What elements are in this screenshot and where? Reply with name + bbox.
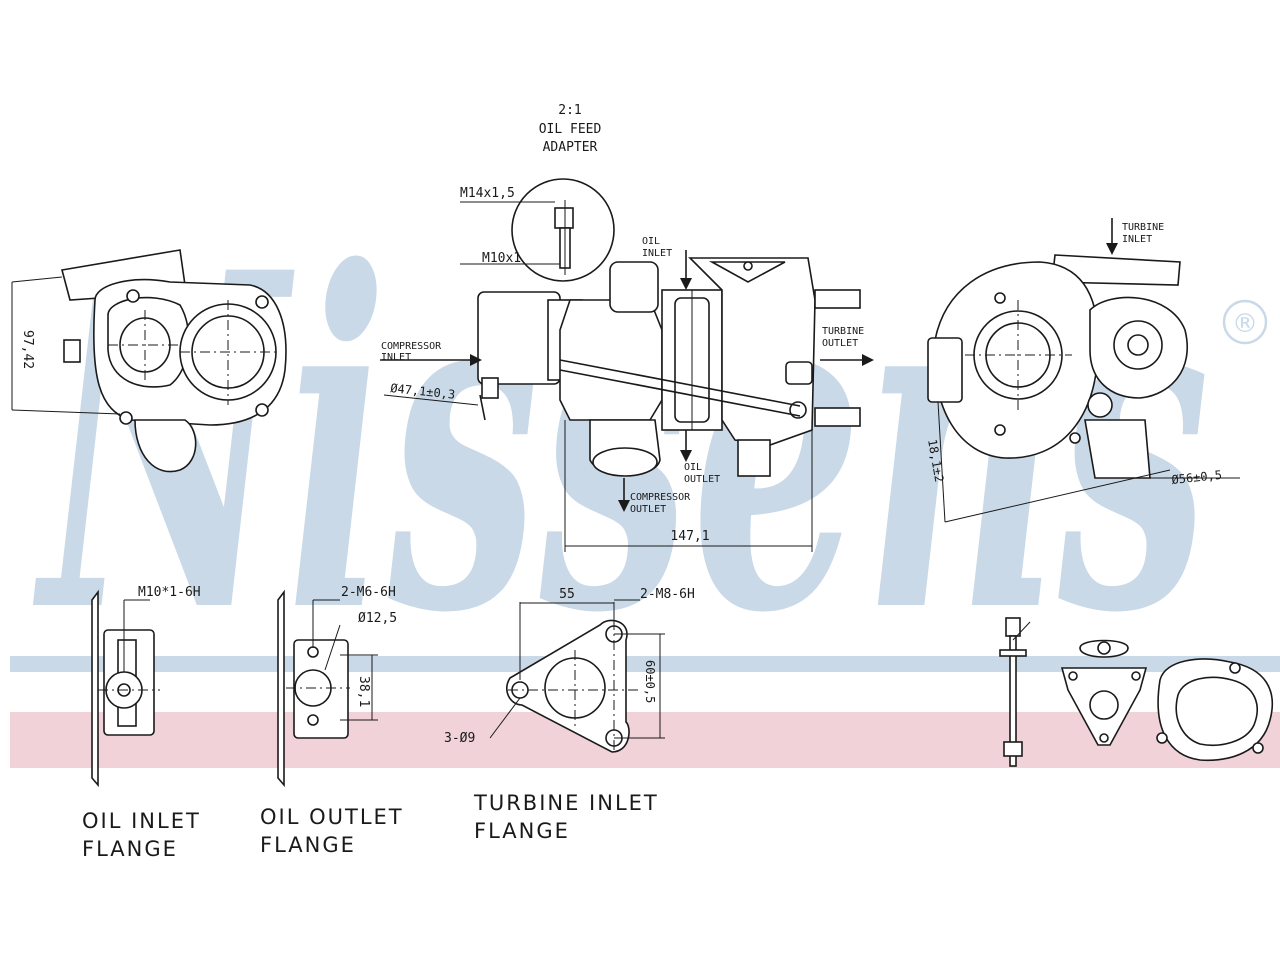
turbine-inlet-flange-drawing: 55 60±0,5 2-M8-6H 3-Ø9 TURBINE INLET FLA… (444, 587, 695, 843)
turbo-side-view: OIL INLET COMPRESSOR INLET TURBINE OUTLE… (380, 236, 874, 552)
compressor-inlet-diameter: Ø47,1±0,3 (390, 381, 456, 402)
compressor-outlet-label-2: OUTLET (630, 504, 666, 515)
oil-outlet-label-2: OUTLET (684, 474, 720, 485)
turbine-flange-width: 55 (559, 587, 575, 602)
adapter-title-2: ADAPTER (543, 140, 598, 155)
compressor-outlet-label-1: COMPRESSOR (630, 492, 691, 503)
adapter-title-1: OIL FEED (539, 122, 602, 137)
turbine-flange-height: 60±0,5 (643, 660, 657, 703)
oil-outlet-label-1: OIL (684, 462, 702, 473)
band-pink (10, 712, 1280, 768)
kit-parts (999, 617, 1274, 767)
adapter-thread-bottom: M10x1 (482, 251, 521, 266)
oil-inlet-label-2: INLET (642, 248, 672, 259)
turbo-rear-view: TURBINE INLET 18,1±2 Ø56±0,5 (925, 218, 1240, 523)
oil-inlet-flange-title-1: OIL INLET (82, 809, 201, 833)
adapter-thread-top: M14x1,5 (460, 186, 515, 201)
overall-width: 147,1 (670, 529, 709, 544)
turbine-inlet-flange-title-2: FLANGE (474, 819, 570, 843)
turbine-outlet-diameter: Ø56±0,5 (1171, 468, 1223, 487)
oil-inlet-flange-title-2: FLANGE (82, 837, 178, 861)
oil-inlet-flange-drawing: M10*1-6H OIL INLET FLANGE (82, 585, 201, 861)
compressor-inlet-label-1: COMPRESSOR (381, 341, 442, 352)
front-view-dimension: 97,42 (20, 330, 35, 369)
turbine-outlet-label-1: TURBINE (822, 326, 864, 337)
oil-outlet-flange-drawing: 38,1 2-M6-6H Ø12,5 OIL OUTLET FLANGE (260, 585, 404, 857)
oil-inlet-label-1: OIL (642, 236, 660, 247)
oil-outlet-flange-title-2: FLANGE (260, 833, 356, 857)
adapter-ratio: 2:1 (558, 103, 581, 118)
oil-outlet-thread: 2-M6-6H (341, 585, 396, 600)
oil-inlet-thread: M10*1-6H (138, 585, 201, 600)
registered-mark-circle (1222, 299, 1268, 345)
turbine-inlet-label-1: TURBINE (1122, 222, 1164, 233)
oil-outlet-bore: Ø12,5 (358, 611, 397, 626)
oil-feed-adapter: 2:1 OIL FEED ADAPTER M14x1,5 M10x1 (460, 103, 615, 282)
turbine-flange-thread: 2-M8-6H (640, 587, 695, 602)
registered-mark: ® (1232, 309, 1258, 339)
turbine-outlet-label-2: OUTLET (822, 338, 858, 349)
oil-outlet-spacing: 38,1 (356, 676, 371, 707)
compressor-inlet-label-2: INLET (381, 352, 411, 363)
turbine-flange-holes: 3-Ø9 (444, 731, 475, 746)
turbine-inlet-label-2: INLET (1122, 234, 1152, 245)
turbine-inlet-flange-title-1: TURBINE INLET (473, 791, 659, 815)
oil-outlet-flange-title-1: OIL OUTLET (260, 805, 404, 829)
turbo-front-view: 97,42 (11, 249, 287, 473)
